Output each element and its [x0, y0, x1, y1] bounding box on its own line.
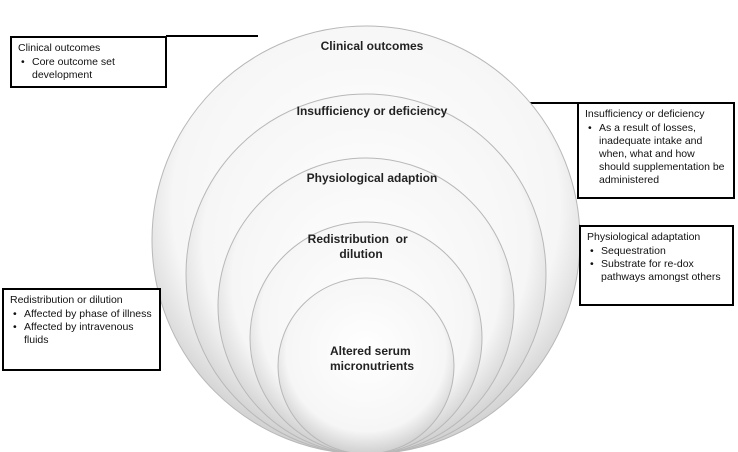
- label-altered-serum-line2: micronutrients: [330, 359, 414, 373]
- circle-altered-serum: [277, 277, 455, 452]
- label-altered-serum-line1: Altered serum: [330, 344, 411, 358]
- callout-bullet: Affected by intravenous fluids: [13, 321, 153, 347]
- label-insufficiency: Insufficiency or deficiency: [297, 104, 448, 118]
- label-redistribution-line1: Redistribution or: [308, 232, 408, 246]
- callout-bullet: Substrate for re-dox pathways amongst ot…: [590, 258, 726, 284]
- svg-text:Clinical outcomes: Clinical outcomes: [321, 39, 424, 53]
- callout-bullet: Core outcome set development: [21, 56, 159, 82]
- callout-title: Insufficiency or deficiency: [585, 108, 705, 120]
- callout-clinical-outcomes: Clinical outcomes Core outcome set devel…: [10, 36, 167, 88]
- callout-bullet-list: Core outcome set development: [18, 56, 159, 82]
- svg-text:Redistribution or dilutio: Redistribution or dilution: [0, 0, 424, 261]
- callout-bullet-list: Sequestration Substrate for re-dox pathw…: [587, 245, 726, 284]
- callout-bullet-list: Affected by phase of illness Affected by…: [10, 308, 153, 347]
- callout-physiological: Physiological adaptation Sequestration S…: [579, 225, 734, 306]
- svg-text:Physiological adaption: Physiological adaption: [307, 171, 438, 185]
- callout-redistribution: Redistribution or dilution Affected by p…: [2, 288, 161, 371]
- svg-text:Insufficiency or deficiency: Insufficiency or deficiency: [297, 104, 448, 118]
- svg-text:Altered serum micronutrien: Altered serum micronutrients: [330, 344, 414, 373]
- callout-title: Physiological adaptation: [587, 231, 701, 243]
- callout-bullet: As a result of losses, inadequate intake…: [588, 122, 727, 187]
- callout-bullet-list: As a result of losses, inadequate intake…: [585, 122, 727, 187]
- callout-title: Clinical outcomes: [18, 42, 101, 54]
- label-redistribution-line2: dilution: [339, 247, 382, 261]
- label-physiological: Physiological adaption: [307, 171, 438, 185]
- callout-bullet: Affected by phase of illness: [13, 308, 153, 321]
- label-clinical-outcomes: Clinical outcomes: [321, 39, 424, 53]
- callout-bullet: Sequestration: [590, 245, 726, 258]
- callout-insufficiency: Insufficiency or deficiency As a result …: [577, 102, 735, 199]
- callout-title: Redistribution or dilution: [10, 294, 123, 306]
